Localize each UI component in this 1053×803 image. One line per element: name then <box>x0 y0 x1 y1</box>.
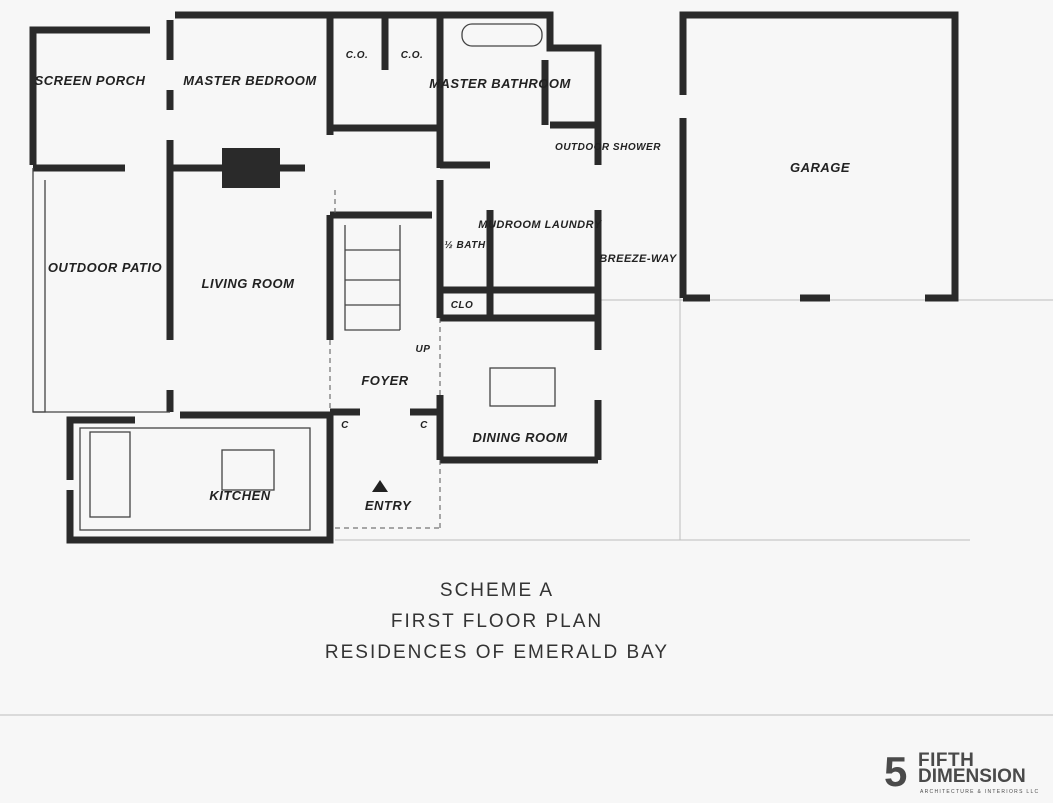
label-living-room: LIVING ROOM <box>202 276 296 291</box>
label-garage: GARAGE <box>790 160 850 175</box>
label-closet: CLO <box>451 300 474 311</box>
label-outdoor-shower: OUTDOOR SHOWER <box>555 142 661 153</box>
label-entry: ENTRY <box>365 498 412 513</box>
label-half-bath: ½ BATH <box>444 240 485 251</box>
title-scheme: SCHEME A <box>439 580 555 601</box>
logo-numeral: 5 <box>884 748 908 795</box>
label-master-bedroom: MASTER BEDROOM <box>183 73 317 88</box>
label-mudroom-laundry: MUDROOM LAUNDRY <box>478 219 603 231</box>
title-project: RESIDENCES OF EMERALD BAY <box>324 642 670 663</box>
logo-tagline: ARCHITECTURE & INTERIORS LLC <box>920 789 1040 795</box>
walls <box>29 11 959 544</box>
logo-word-dimension: DIMENSION <box>918 766 1026 787</box>
label-dining-room: DINING ROOM <box>472 430 568 445</box>
label-outdoor-patio: OUTDOOR PATIO <box>48 260 162 275</box>
logo-word-fifth: FIFTH <box>918 750 975 771</box>
label-up: UP <box>416 344 431 355</box>
label-closet: C.O. <box>346 50 369 61</box>
label-kitchen: KITCHEN <box>209 488 270 503</box>
thin-lines <box>32 23 556 531</box>
room-labels: SCREEN PORCH MASTER BEDROOM C.O. C.O. MA… <box>35 50 850 513</box>
label-coat-closet: C <box>341 420 349 431</box>
label-foyer: FOYER <box>361 373 408 388</box>
label-screen-porch: SCREEN PORCH <box>35 73 146 88</box>
label-closet: C.O. <box>401 50 424 61</box>
label-breezeway: BREEZE-WAY <box>599 253 678 265</box>
label-coat-closet: C <box>420 420 428 431</box>
label-master-bathroom: MASTER BATHROOM <box>429 76 571 91</box>
title-plan: FIRST FLOOR PLAN <box>390 611 604 632</box>
